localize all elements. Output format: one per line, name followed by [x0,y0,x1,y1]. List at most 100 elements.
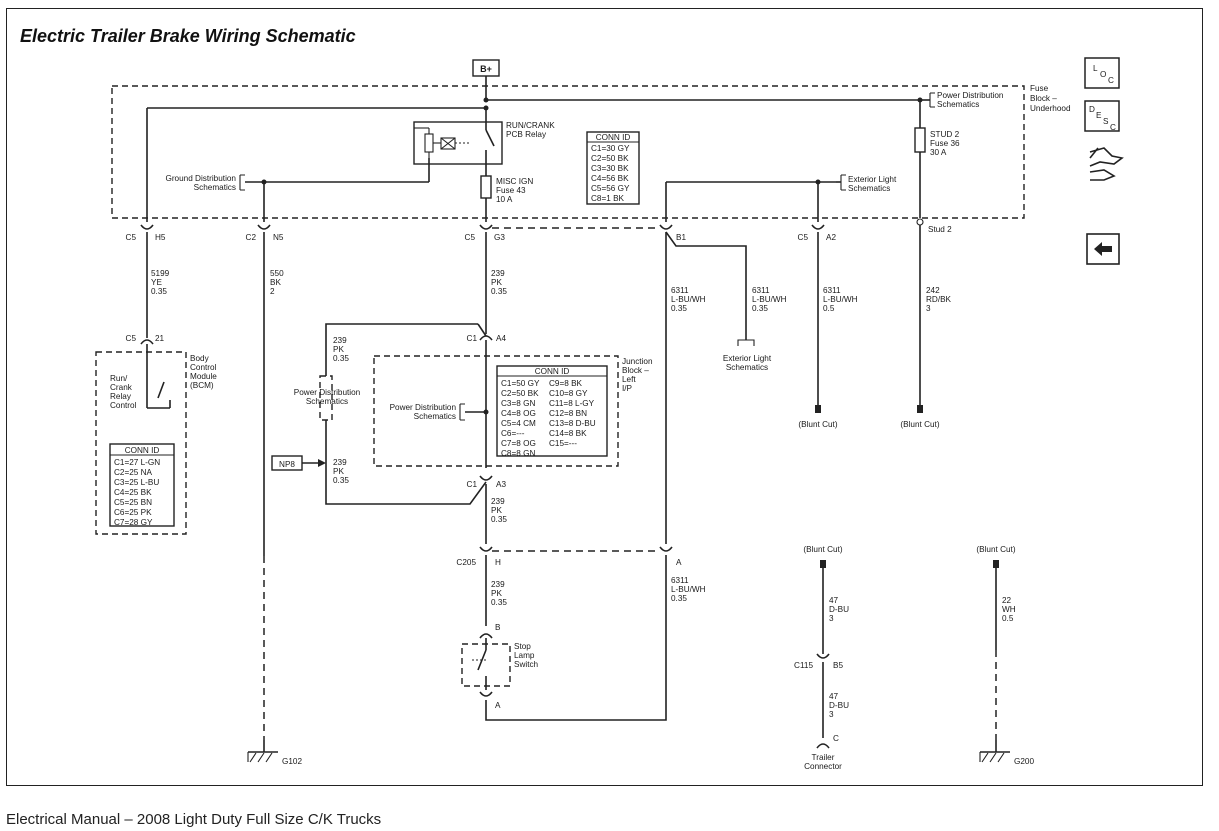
svg-text:B5: B5 [833,661,843,670]
svg-text:C4=56 BK: C4=56 BK [591,174,629,183]
svg-text:B1: B1 [676,233,686,242]
svg-text:A: A [495,701,501,710]
bcm-conn-id [109,443,175,527]
svg-text:Schematics: Schematics [194,183,236,192]
fuse-block-conn-id [586,131,640,205]
svg-text:47: 47 [829,692,839,701]
svg-text:0.35: 0.35 [151,287,167,296]
svg-text:Block –: Block – [1030,94,1057,103]
svg-text:Block –: Block – [622,366,649,375]
junction-conn-id [496,365,608,457]
svg-text:L-BU/WH: L-BU/WH [752,295,787,304]
svg-text:L-BU/WH: L-BU/WH [823,295,858,304]
power-dist-box-left [319,375,333,421]
wire-47-label-top: 47 D-BU 3 [829,596,849,623]
svg-text:C1=50 GY: C1=50 GY [501,379,540,388]
stop-lamp-label: Stop Lamp Switch [514,642,539,669]
svg-text:CONN ID: CONN ID [596,133,631,142]
svg-text:3: 3 [829,614,834,623]
ground-dist-ref[interactable]: Ground Distribution Schematics [165,174,236,192]
blunt-cut-label-stud2: (Blunt Cut) [900,420,939,429]
svg-text:N5: N5 [273,233,284,242]
svg-text:C8=8 GN: C8=8 GN [501,449,535,458]
connector-c205-a: A [659,546,682,567]
svg-text:(BCM): (BCM) [190,381,214,390]
fuse-36-label: STUD 2 Fuse 36 30 A [930,130,960,157]
svg-text:Run/: Run/ [110,374,128,383]
svg-text:Relay: Relay [110,392,132,401]
fuse-block-label: Fuse Block – Underhood [1030,84,1071,113]
svg-text:C9=8 BK: C9=8 BK [549,379,583,388]
svg-text:Schematics: Schematics [306,397,348,406]
svg-text:0.35: 0.35 [752,304,768,313]
svg-text:Fuse 43: Fuse 43 [496,186,526,195]
svg-text:B: B [495,623,501,632]
svg-text:C10=8 GY: C10=8 GY [549,389,588,398]
svg-text:A: A [676,558,682,567]
blunt-cut-label-47: (Blunt Cut) [803,545,842,554]
power-dist-ref-junction[interactable]: Power Distribution Schematics [390,403,457,421]
svg-text:Switch: Switch [514,660,539,669]
svg-text:C5: C5 [465,233,476,242]
back-arrow-button[interactable] [1086,233,1120,265]
svg-text:Fuse 36: Fuse 36 [930,139,960,148]
svg-text:C2: C2 [246,233,257,242]
svg-text:CONN ID: CONN ID [125,446,160,455]
diagram-frame [6,8,1203,786]
svg-text:239: 239 [491,269,505,278]
trailer-connector: C Trailer Connector [804,734,842,771]
svg-text:Trailer: Trailer [812,753,835,762]
wire-239-label-mid: 239 PK 0.35 [491,497,507,524]
connector-c5-g3: C5 G3 [465,224,505,242]
power-dist-ref-left[interactable]: Power Distribution Schematics [294,388,361,406]
svg-text:239: 239 [333,458,347,467]
svg-text:C5=4 CM: C5=4 CM [501,419,536,428]
svg-text:0.5: 0.5 [1002,614,1014,623]
svg-text:C1: C1 [467,480,478,489]
svg-text:C11=8 L-GY: C11=8 L-GY [549,399,595,408]
svg-text:C5=25 BN: C5=25 BN [114,498,152,507]
svg-text:Power Distribution: Power Distribution [294,388,361,397]
wire-239-label-loop-top: 239 PK 0.35 [333,336,349,363]
svg-text:L: L [1093,64,1098,73]
svg-text:C205: C205 [456,558,476,567]
svg-text:242: 242 [926,286,940,295]
svg-text:C: C [833,734,839,743]
ground-g200: G200 [979,740,1034,766]
svg-text:C: C [1110,123,1116,132]
svg-text:C1: C1 [467,334,478,343]
svg-text:0.5: 0.5 [823,304,835,313]
blunt-cut-a2 [815,405,821,413]
wire-6311-label-c: 6311 L-BU/WH 0.5 [823,286,858,313]
svg-text:S: S [1103,117,1109,126]
svg-text:C3=8 GN: C3=8 GN [501,399,535,408]
svg-text:3: 3 [829,710,834,719]
svg-text:10 A: 10 A [496,195,513,204]
connector-c115-b5: C115 B5 [794,653,843,670]
svg-text:Schematics: Schematics [414,412,456,421]
svg-text:3: 3 [926,304,931,313]
svg-text:Power Distribution: Power Distribution [390,403,457,412]
svg-text:RUN/CRANK: RUN/CRANK [506,121,555,130]
svg-text:21: 21 [155,334,165,343]
svg-text:6311: 6311 [671,576,689,585]
svg-text:L-BU/WH: L-BU/WH [671,295,706,304]
exterior-light-ref-top[interactable]: Exterior Light Schematics [848,175,897,193]
svg-text:Schematics: Schematics [937,100,979,109]
svg-text:0.35: 0.35 [671,594,687,603]
svg-text:0.35: 0.35 [333,476,349,485]
footer-text: Electrical Manual – 2008 Light Duty Full… [6,811,382,828]
power-dist-ref-top[interactable]: Power Distribution Schematics [937,91,1004,109]
svg-text:D: D [1089,105,1095,114]
exterior-light-ref-bottom[interactable]: Exterior Light Schematics [723,354,772,372]
connector-c5-21: C5 21 [126,334,165,345]
desc-button[interactable]: D E S C [1084,100,1120,132]
svg-text:C5: C5 [126,334,137,343]
blunt-cut-47 [820,560,826,568]
svg-text:239: 239 [333,336,347,345]
loc-button[interactable]: L O C [1084,57,1120,89]
svg-text:0.35: 0.35 [333,354,349,363]
connector-hand-icon[interactable] [1089,147,1124,181]
svg-text:C6=---: C6=--- [501,429,525,438]
